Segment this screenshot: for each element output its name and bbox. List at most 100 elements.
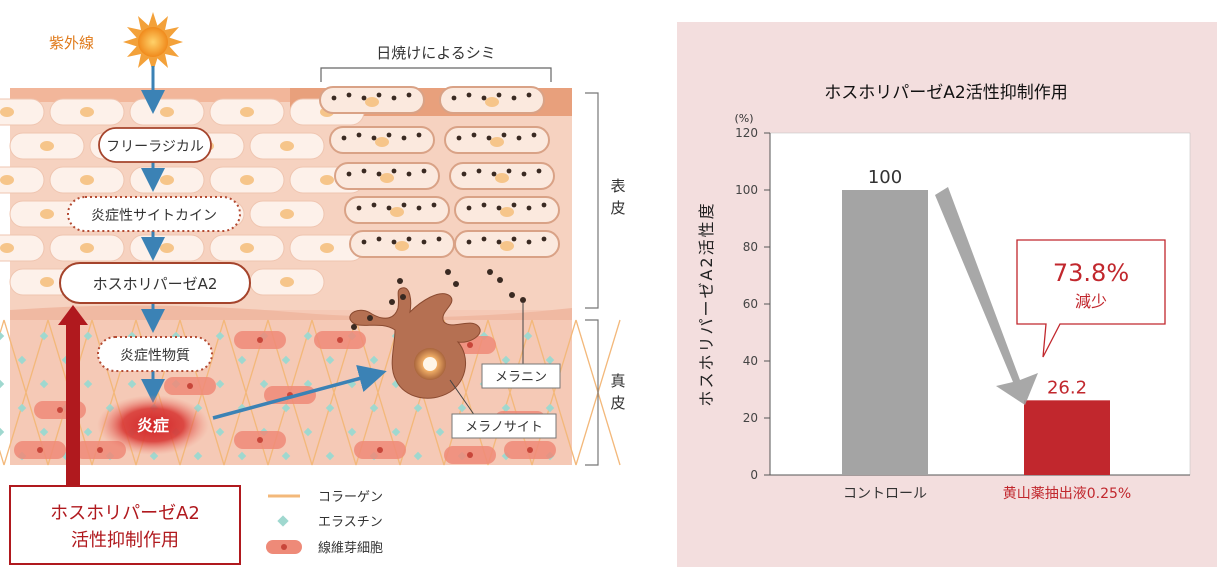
- melanin-dot: [401, 135, 407, 141]
- elastin-node: [523, 331, 533, 341]
- elastin-node: [193, 451, 203, 461]
- step-label: ホスホリパーゼA2: [93, 275, 218, 293]
- melanin-dot: [471, 132, 477, 138]
- elastin-node: [0, 379, 5, 389]
- melanin-callout: [481, 363, 561, 389]
- elastin-node: [545, 355, 555, 365]
- step-cytokine: 炎症性サイトカイン: [67, 196, 241, 232]
- melanin-dot: [391, 168, 397, 174]
- fibroblast-cells: [14, 331, 556, 464]
- collagen-fiber: [0, 449, 5, 466]
- melanin-dot: [386, 132, 392, 138]
- cell-nucleus: [160, 243, 174, 253]
- elastin-node: [303, 427, 313, 437]
- legend-fibroblast: 線維芽細胞: [318, 540, 383, 556]
- bar-value-label: 26.2: [1047, 377, 1087, 398]
- collagen-fiber: [0, 319, 5, 336]
- fibroblast-nucleus: [281, 544, 287, 550]
- elastin-node: [325, 451, 335, 461]
- melanocyte-callout: [451, 413, 557, 439]
- melanocyte: [349, 287, 481, 399]
- melanin-dot: [481, 202, 487, 208]
- cell-nucleus: [365, 97, 379, 107]
- bar: [1024, 400, 1110, 475]
- step-pla2: ホスホリパーゼA2: [59, 262, 251, 304]
- fibroblast-nucleus: [37, 447, 43, 453]
- melanin-dot: [536, 168, 542, 174]
- elastin-node: [457, 403, 467, 413]
- inhibition-arrowhead: [58, 305, 88, 325]
- melanin-dot: [431, 202, 437, 208]
- y-tick-label: 100: [735, 183, 758, 197]
- melanin-dot: [341, 135, 347, 141]
- elastin-node: [413, 451, 423, 461]
- y-tick-label: 120: [735, 126, 758, 140]
- y-tick-label: 40: [743, 354, 758, 368]
- cell-nucleus: [320, 175, 334, 185]
- reduction-callout: 73.8% 減少: [1016, 239, 1166, 358]
- elastin-node: [237, 355, 247, 365]
- step-label: 炎症性サイトカイン: [91, 208, 217, 224]
- spot-bracket: [320, 67, 552, 82]
- legend-collagen: コラーゲン: [318, 490, 383, 505]
- epidermis-label-1: 表: [610, 177, 625, 195]
- cell-nucleus: [80, 175, 94, 185]
- spot-label: 日焼けによるシミ: [376, 44, 496, 62]
- cell-nucleus: [375, 137, 389, 147]
- melanin-dot: [481, 95, 487, 101]
- cell-nucleus: [280, 277, 294, 287]
- melanin-dot: [506, 168, 512, 174]
- melanin-dot: [361, 168, 367, 174]
- melanin-dot: [496, 92, 502, 98]
- cell-nucleus: [390, 207, 404, 217]
- y-tick-label: 60: [743, 297, 758, 311]
- melanin-dot: [466, 239, 472, 245]
- melanin-dot: [416, 205, 422, 211]
- inhibition-box: [9, 485, 241, 565]
- cell-nucleus: [40, 209, 54, 219]
- step-free-radical: フリーラジカル: [98, 127, 212, 163]
- melanin-dot: [486, 135, 492, 141]
- elastin-node: [501, 355, 511, 365]
- cell-nucleus: [240, 107, 254, 117]
- melanin-dot: [521, 171, 527, 177]
- melanin-dot: [526, 239, 532, 245]
- step-inflammation: 炎症: [97, 395, 209, 455]
- cell-nucleus: [160, 175, 174, 185]
- elastin-node: [0, 331, 5, 341]
- fibroblast-nucleus: [337, 337, 343, 343]
- step-label: 炎症: [137, 416, 169, 435]
- elastin-node: [347, 427, 357, 437]
- cell-nucleus: [495, 173, 509, 183]
- fibroblast-nucleus: [57, 407, 63, 413]
- elastin-node: [215, 427, 225, 437]
- elastin-swatch: [277, 515, 289, 527]
- melanin-dot: [526, 92, 532, 98]
- cell-nucleus: [240, 175, 254, 185]
- melanin-dot: [466, 205, 472, 211]
- elastin-node: [39, 331, 49, 341]
- cell-nucleus: [485, 97, 499, 107]
- uv-label: 紫外線: [49, 34, 94, 52]
- inhibition-arrow-shaft: [66, 323, 80, 486]
- melanin-dot: [361, 239, 367, 245]
- elastin-node: [215, 331, 225, 341]
- melanin-label: メラニン: [495, 370, 547, 385]
- elastin-node: [281, 403, 291, 413]
- bar: [842, 190, 928, 475]
- melanin-dot: [496, 239, 502, 245]
- cell-nucleus: [240, 243, 254, 253]
- elastin-node: [17, 355, 27, 365]
- melanin-dot: [481, 236, 487, 242]
- elastin-node: [39, 427, 49, 437]
- epidermal-cell: [0, 166, 45, 194]
- elastin-node: [545, 403, 555, 413]
- melanin-dot: [406, 171, 412, 177]
- elastin-node: [83, 427, 93, 437]
- fibroblast-nucleus: [467, 342, 473, 348]
- melanin-dot: [361, 95, 367, 101]
- cell-nucleus: [0, 175, 14, 185]
